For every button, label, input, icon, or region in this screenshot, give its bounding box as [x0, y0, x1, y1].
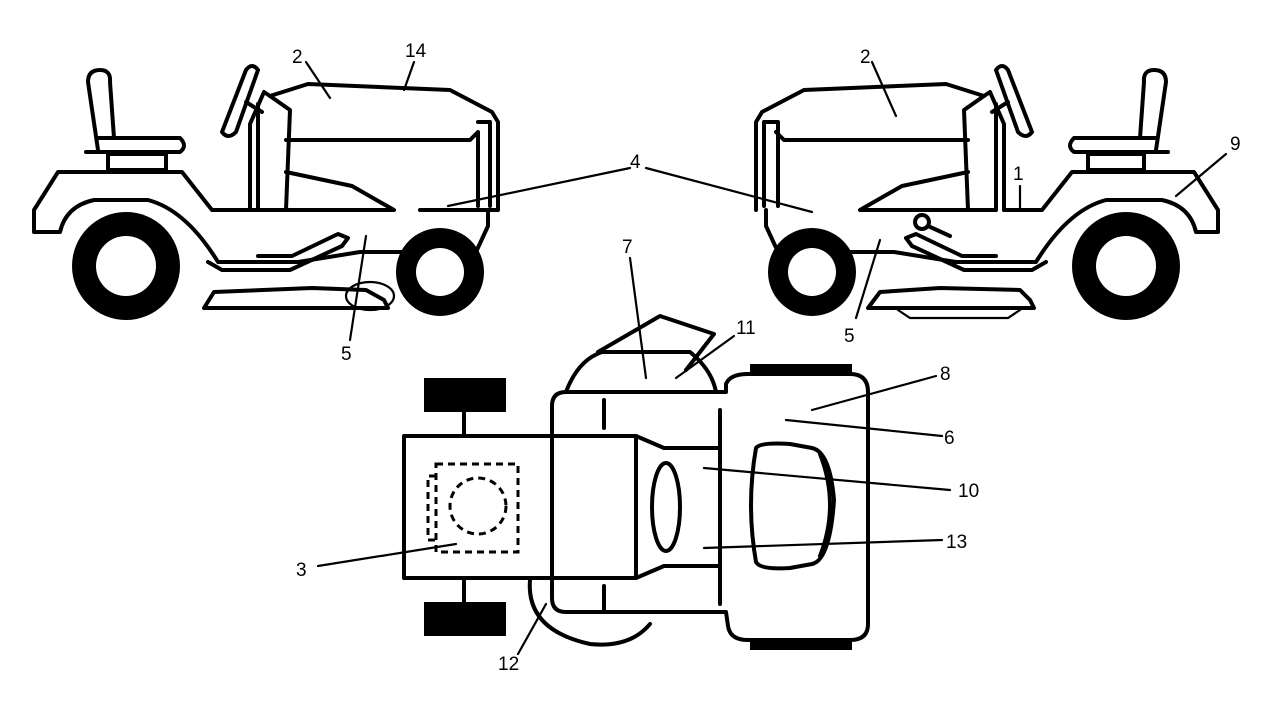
deck-chute [344, 280, 396, 312]
mower-deck [866, 286, 1036, 310]
tractor-right-side-view [754, 60, 1228, 320]
callout-4-leader-right [644, 166, 814, 214]
mower-deck [202, 286, 390, 310]
deck-guard [896, 308, 1022, 320]
seat-back-top [818, 452, 832, 558]
callout-right-9: 9 [1230, 134, 1241, 155]
seat-cushion [1068, 136, 1170, 154]
seat-cushion [84, 136, 186, 154]
footrest [904, 232, 1048, 272]
rear-wheel-hub [96, 236, 156, 296]
dash-tower [248, 90, 292, 212]
hood-inner [284, 120, 492, 208]
rear-tire-bottom [750, 640, 852, 650]
front-tire-bottom [424, 602, 506, 636]
callout-top-3: 3 [296, 560, 307, 581]
callout-top-13: 13 [946, 532, 967, 553]
rear-fender [32, 170, 300, 264]
ignition-key [913, 213, 931, 231]
callout-left-14: 14 [405, 41, 427, 62]
callout-right-2: 2 [860, 47, 871, 68]
callout-right-5: 5 [844, 326, 855, 347]
callout-4-leader-left [446, 166, 632, 208]
hood-inner [762, 120, 970, 208]
steering-wheel [220, 64, 264, 138]
hood [268, 82, 500, 212]
front-wheel-hub [788, 248, 836, 296]
callout-4: 4 [630, 152, 641, 173]
rear-body [550, 372, 870, 642]
callout-left-5: 5 [341, 344, 352, 365]
rear-tire-top [750, 364, 852, 374]
callout-left-2: 2 [292, 47, 303, 68]
engine-outline [434, 462, 520, 554]
steering-column [634, 434, 722, 580]
deck-edge [527, 578, 652, 647]
tractor-top-view [316, 256, 952, 656]
chute-flap [596, 314, 716, 372]
callout-top-6: 6 [944, 428, 955, 449]
hood-top [402, 434, 638, 580]
footrest [206, 232, 350, 272]
seat-back [86, 68, 116, 152]
dash-tower [962, 90, 1006, 212]
callout-top-11: 11 [736, 318, 756, 339]
hood-line [858, 102, 998, 212]
steering-wheel [990, 64, 1034, 138]
callout-top-10: 10 [958, 481, 979, 502]
steering-wheel-top [650, 461, 682, 553]
tractor-left-side-view [32, 60, 500, 342]
seat-base [106, 152, 168, 172]
front-wheel-hub [416, 248, 464, 296]
hood-line [256, 102, 396, 212]
rear-wheel-hub [1096, 236, 1156, 296]
callout-top-7: 7 [622, 237, 633, 258]
rear-fender [954, 170, 1220, 264]
seat-base [1086, 152, 1146, 172]
hood [754, 82, 986, 212]
callout-top-12: 12 [498, 654, 519, 675]
seat-back [1138, 68, 1168, 152]
discharge-chute [564, 350, 718, 394]
callout-top-8: 8 [940, 364, 951, 385]
engine-circle [448, 476, 508, 536]
callout-right-1: 1 [1013, 164, 1024, 185]
front-tire-top [424, 378, 506, 412]
